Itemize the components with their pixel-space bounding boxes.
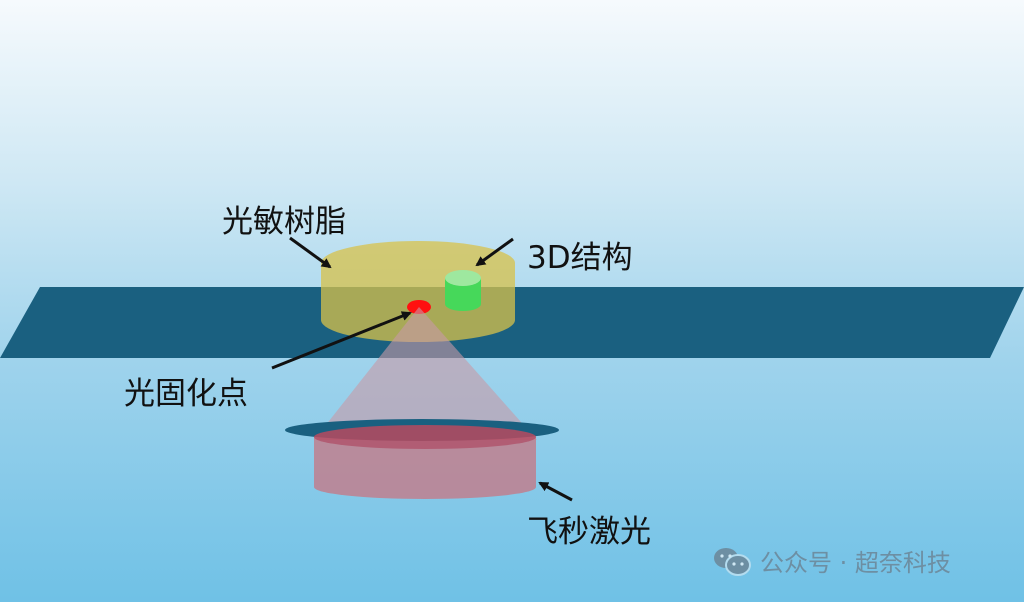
structure-cylinder bbox=[445, 270, 481, 311]
structure-arrow bbox=[475, 237, 514, 267]
resin-label: 光敏树脂 bbox=[222, 204, 346, 240]
watermark-text: 公众号 · 超奈科技 bbox=[760, 549, 951, 577]
resin-arrow bbox=[289, 236, 332, 269]
laser-label: 飞秒激光 bbox=[527, 514, 651, 550]
laser-cone bbox=[314, 307, 537, 440]
cure-point-label: 光固化点 bbox=[124, 376, 248, 412]
wechat-icon bbox=[714, 547, 751, 576]
laser-beam bbox=[314, 425, 536, 499]
cure-point-arrow bbox=[271, 311, 412, 370]
laser-arrow bbox=[538, 481, 573, 502]
watermark: 公众号 · 超奈科技 bbox=[712, 543, 951, 578]
structure-label: 3D结构 bbox=[527, 240, 633, 276]
